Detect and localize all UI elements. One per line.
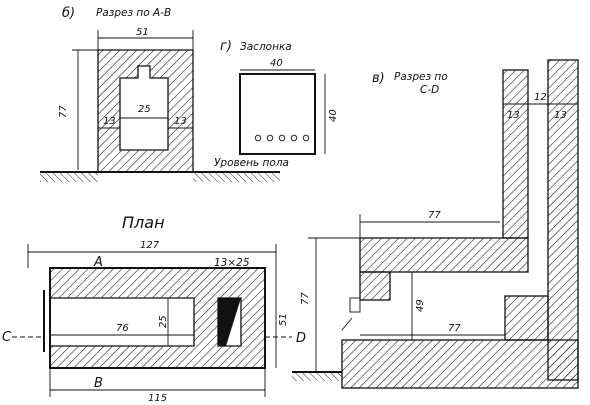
plan-letter-c: С [2,330,12,345]
cleanout-door [349,297,361,313]
dim-b-wall-left: 13 [103,116,116,127]
dim-v-inner-height: 49 [415,299,426,312]
door-hinge [341,317,353,331]
damper-title: Заслонка [240,41,292,53]
dim-g-width: 40 [270,58,283,69]
section-cd-title-1: Разрез по [394,71,448,83]
dim-v-bottom-length: 77 [448,323,461,334]
dim-b-wall-right: 13 [174,116,187,127]
dim-v-flue-gap: 12 [534,92,547,103]
section-ab-letter: б) [62,6,75,21]
dim-v-wall-left: 13 [507,110,520,121]
section-cd: в) Разрез по С-D 12 13 13 77 49 77 77 [292,59,579,389]
dim-b-opening: 25 [138,104,151,115]
dim-v-height: 77 [300,292,311,305]
damper-letter: г) [220,39,232,54]
plan-title: План [122,213,165,232]
stove-rear-block [504,295,549,341]
ground-hatch [40,173,98,182]
dim-v-top-length: 77 [428,210,441,221]
damper-plate [239,73,316,155]
section-ab-title: Разрез по А-В [96,7,171,19]
dim-p-inner: 76 [116,323,129,334]
section-ab: б) Разрез по А-В 51 77 25 13 13 Уровень … [40,6,289,182]
dim-b-height: 77 [58,105,69,118]
section-cd-title-2: С-D [420,84,439,96]
plan-view: План 127 А 13×25 76 25 51 С D В 115 [2,213,306,404]
stove-front-block [359,271,391,301]
chimney-wall-left [502,69,529,239]
dim-g-height: 40 [328,109,339,122]
section-cd-letter: в) [372,71,385,86]
chimney-wall-right [547,59,579,381]
stove-base [341,339,579,389]
floor-level-label: Уровень пола [214,157,289,169]
dim-p-bottom: 115 [148,393,167,404]
plan-letter-d: D [296,331,306,346]
damper-holes [254,134,310,142]
dim-p-damper: 13×25 [214,257,250,269]
plan-outline [49,267,266,369]
dim-p-total: 127 [140,240,160,251]
dim-v-wall-right: 13 [554,110,567,121]
ground-hatch [292,373,342,381]
damper-detail: г) Заслонка 40 40 [220,39,339,155]
damper-slot [218,298,241,346]
plan-letter-a: А [93,255,103,270]
stove-top-slab [359,237,529,273]
ground-hatch [193,173,280,182]
dim-p-width: 51 [278,313,289,326]
plan-letter-b: В [94,376,103,391]
dim-p-inner-width: 25 [158,315,169,328]
dim-b-width: 51 [136,27,149,38]
